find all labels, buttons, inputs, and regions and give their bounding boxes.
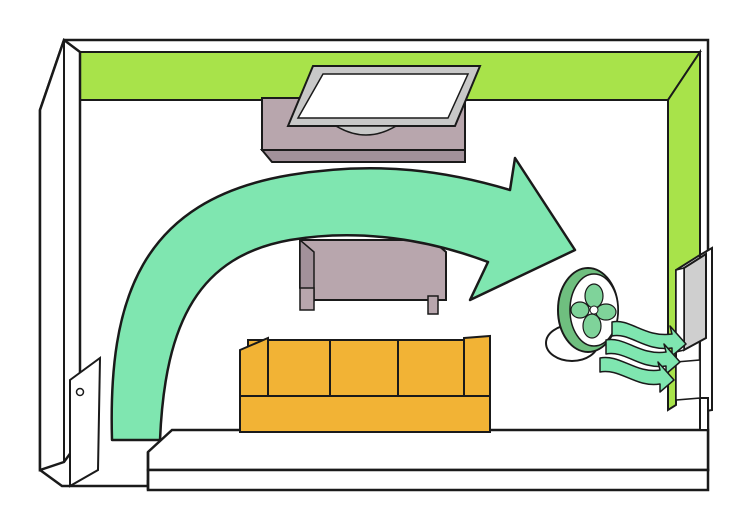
breeze-arrows	[599, 320, 687, 393]
circulator-fan	[545, 267, 619, 362]
front-wall	[146, 428, 710, 492]
coffee-table	[299, 238, 447, 315]
left-wall	[38, 37, 82, 472]
sofa	[239, 334, 491, 433]
airflow-arrow	[110, 156, 577, 442]
door	[69, 356, 102, 488]
window	[675, 252, 707, 401]
tv	[286, 65, 482, 136]
